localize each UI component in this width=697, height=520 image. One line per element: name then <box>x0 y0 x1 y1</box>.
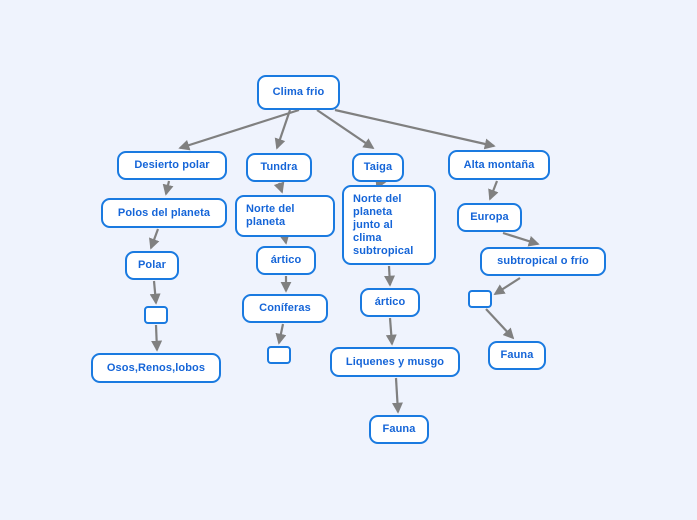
edge-norte-subtropical-to-artico-taiga <box>384 265 396 287</box>
node-norte-subtropical[interactable]: Norte del planeta junto al clima subtrop… <box>342 185 436 265</box>
edge-tundra-to-norte-del-planeta <box>273 181 285 194</box>
node-label: Polos del planeta <box>117 206 211 219</box>
node-fauna-liquenes[interactable]: Fauna <box>369 415 429 444</box>
node-subtropical-frio[interactable]: subtropical o frío <box>480 247 606 276</box>
edge-coniferas-to-empty-box-conif <box>275 323 287 345</box>
edge-polos-del-planeta-to-polar <box>149 228 160 250</box>
node-label: Tundra <box>260 161 298 173</box>
node-label: Coníferas <box>259 302 311 314</box>
edge-empty-box-europa-to-fauna-europa <box>485 308 515 340</box>
node-taiga[interactable]: Taiga <box>352 153 404 182</box>
node-label: Osos,Renos,lobos <box>106 361 206 374</box>
edge-desierto-polar-to-polos-del-planeta <box>162 180 174 196</box>
node-label: Fauna <box>500 349 534 361</box>
node-polos-del-planeta[interactable]: Polos del planeta <box>101 198 227 228</box>
node-norte-del-planeta[interactable]: Norte del planeta <box>235 195 335 237</box>
node-label: Norte del planeta junto al clima subtrop… <box>353 192 414 257</box>
edge-clima-frio-to-alta-montana <box>334 108 496 150</box>
node-label: Europa <box>470 211 509 223</box>
node-label: Norte del planeta <box>246 203 295 228</box>
edge-polar-to-empty-box-polar <box>149 280 161 305</box>
edge-liquenes-musgo-to-fauna-liquenes <box>391 377 403 414</box>
node-label: subtropical o frío <box>497 255 589 267</box>
node-label: ártico <box>374 296 406 308</box>
node-label: Liquenes y musgo <box>345 355 445 368</box>
edge-subtropical-frio-to-empty-box-europa <box>493 277 521 295</box>
edge-norte-del-planeta-to-artico-tundra <box>278 232 290 245</box>
empty-node-box[interactable] <box>468 290 492 308</box>
node-coniferas[interactable]: Coníferas <box>242 294 328 323</box>
node-clima-frio[interactable]: Clima frio <box>257 75 340 110</box>
node-polar[interactable]: Polar <box>125 251 179 280</box>
node-osos-renos-lobos[interactable]: Osos,Renos,lobos <box>91 353 221 383</box>
empty-node-box[interactable] <box>144 306 168 324</box>
node-artico-tundra[interactable]: ártico <box>256 246 316 275</box>
empty-node-box[interactable] <box>267 346 291 364</box>
node-label: ártico <box>270 254 302 266</box>
edge-taiga-to-norte-subtropical <box>374 178 387 189</box>
edge-alta-montana-to-europa <box>488 180 499 201</box>
node-label: Polar <box>137 259 166 271</box>
edge-artico-taiga-to-liquenes-musgo <box>385 317 397 346</box>
node-label: Fauna <box>382 423 416 435</box>
node-alta-montana[interactable]: Alta montaña <box>448 150 550 180</box>
node-label: Clima frio <box>272 86 325 98</box>
node-label: Desierto polar <box>134 159 210 171</box>
node-artico-taiga[interactable]: ártico <box>360 288 420 317</box>
edge-clima-frio-to-desierto-polar <box>178 108 300 151</box>
edge-clima-frio-to-tundra <box>274 109 292 150</box>
node-label: Taiga <box>363 161 393 173</box>
node-fauna-europa[interactable]: Fauna <box>488 341 546 370</box>
node-label: Alta montaña <box>463 158 535 171</box>
node-europa[interactable]: Europa <box>457 203 522 232</box>
edge-europa-to-subtropical-frio <box>502 231 540 247</box>
node-liquenes-musgo[interactable]: Liquenes y musgo <box>330 347 460 377</box>
node-desierto-polar[interactable]: Desierto polar <box>117 151 227 180</box>
edge-empty-box-polar-to-osos-renos-lobos <box>151 324 163 352</box>
edge-clima-frio-to-taiga <box>316 109 375 149</box>
node-tundra[interactable]: Tundra <box>246 153 312 182</box>
